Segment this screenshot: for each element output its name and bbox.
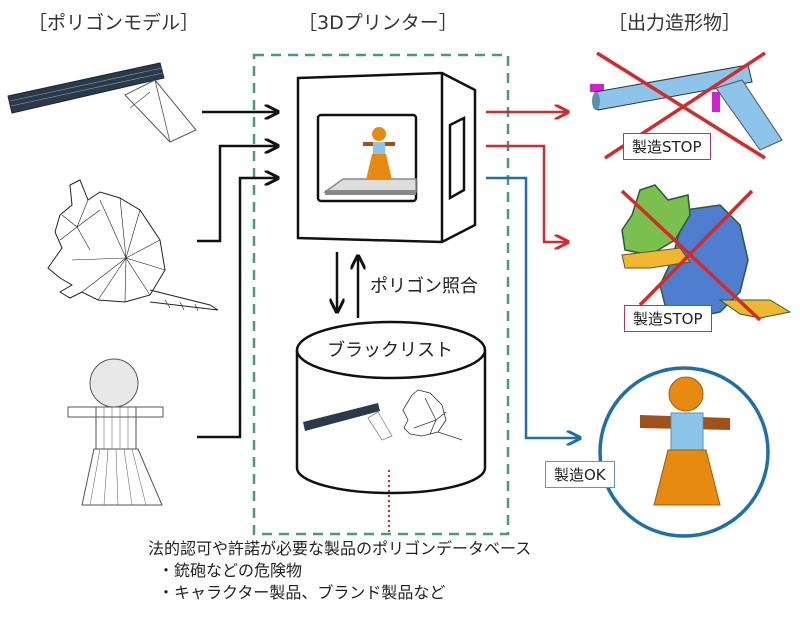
blacklist-database <box>295 320 487 495</box>
status-badge-doll: 製造OK <box>545 461 615 488</box>
cross-line-2 <box>638 189 754 307</box>
arrow-to-doll-output <box>486 176 580 438</box>
arrow-mouse-to-printer <box>197 146 278 243</box>
status-badge-gun: 製造STOP <box>623 133 711 160</box>
note-item: ・キャラクター製品、ブランド製品など <box>158 583 446 602</box>
blacklist-mouse-thumbnail <box>402 389 463 441</box>
arrow-doll-to-printer <box>197 178 278 439</box>
header-output: ［出力造形物］ <box>608 12 742 34</box>
header-polygon-model: ［ポリゴンモデル］ <box>28 12 200 34</box>
note-title: 法的認可や許諾が必要な製品のポリゴンデータベース <box>148 539 532 558</box>
3d-printer <box>296 71 477 244</box>
blacklist-gun-thumbnail <box>303 403 393 441</box>
cross-line-1 <box>596 51 766 160</box>
printed-doll-in-printer <box>363 127 395 180</box>
blacklist-label: ブラックリスト <box>327 340 453 361</box>
blacklist-description: 法的認可や許諾が必要な製品のポリゴンデータベース ・銃砲などの危険物 ・キャラク… <box>148 538 531 604</box>
polygon-doll-model <box>67 358 164 506</box>
status-badge-mouse: 製造STOP <box>624 305 712 332</box>
polygon-mouse-model <box>47 179 219 312</box>
input-arrows <box>197 112 278 439</box>
output-arrows <box>486 112 580 438</box>
polygon-matching-label: ポリゴン照合 <box>370 276 478 297</box>
polygon-gun-model <box>7 62 197 143</box>
printer-system-boundary <box>252 53 510 536</box>
arrow-to-mouse-output <box>486 144 568 242</box>
header-3d-printer: ［3Dプリンター］ <box>298 12 458 34</box>
output-doll <box>598 366 770 538</box>
note-item: ・銃砲などの危険物 <box>158 561 303 580</box>
output-mouse <box>620 184 792 322</box>
